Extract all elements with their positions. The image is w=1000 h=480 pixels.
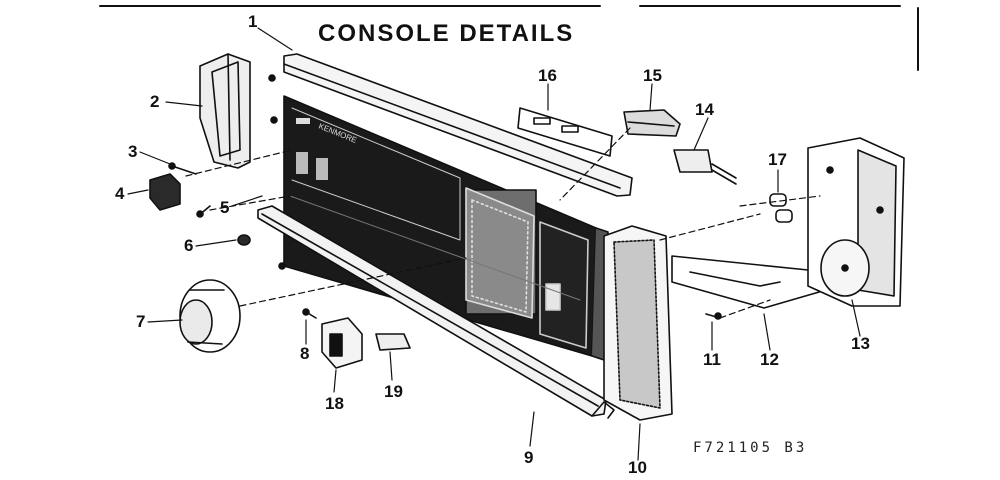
diagram-title: CONSOLE DETAILS (318, 20, 575, 47)
callout-11: 11 (703, 350, 721, 369)
callout-3: 3 (128, 142, 138, 161)
part-9-bottom-trim (257, 205, 615, 419)
part-2-left-end-cap (199, 53, 251, 169)
part-15-switch (623, 109, 681, 137)
part-1-top-trim (283, 53, 633, 197)
callout-6: 6 (184, 236, 194, 255)
part-10-right-end-panel (603, 225, 673, 421)
callout-8: 8 (300, 344, 310, 363)
callout-14: 14 (695, 100, 714, 119)
diagram-code: F721105 B3 (693, 440, 808, 456)
part-16-bracket (517, 107, 613, 157)
callout-16: 16 (538, 66, 557, 85)
callout-7: 7 (136, 312, 146, 331)
callout-13: 13 (851, 334, 870, 353)
callout-9: 9 (524, 448, 534, 467)
part-12-bracket (671, 255, 827, 309)
screws (168, 74, 722, 320)
callout-18: 18 (325, 394, 344, 413)
callout-4: 4 (115, 184, 125, 203)
part-4-cap (149, 173, 181, 211)
callout-19: 19 (384, 382, 403, 401)
callout-17: 17 (768, 150, 787, 169)
part-19-rocker (375, 333, 411, 351)
callout-10: 10 (628, 458, 647, 477)
callout-1: 1 (248, 12, 258, 31)
callout-12: 12 (760, 350, 779, 369)
part-7-knob (179, 279, 241, 353)
part-17-spacers (769, 193, 793, 223)
part-18-rocker-switch (321, 317, 363, 369)
callout-15: 15 (643, 66, 662, 85)
leader-lines (127, 27, 861, 461)
callout-5: 5 (220, 198, 230, 217)
part-13-timer (807, 137, 905, 307)
callout-2: 2 (150, 92, 160, 111)
alignment-lines (185, 127, 821, 319)
part-14-connector (673, 149, 737, 185)
